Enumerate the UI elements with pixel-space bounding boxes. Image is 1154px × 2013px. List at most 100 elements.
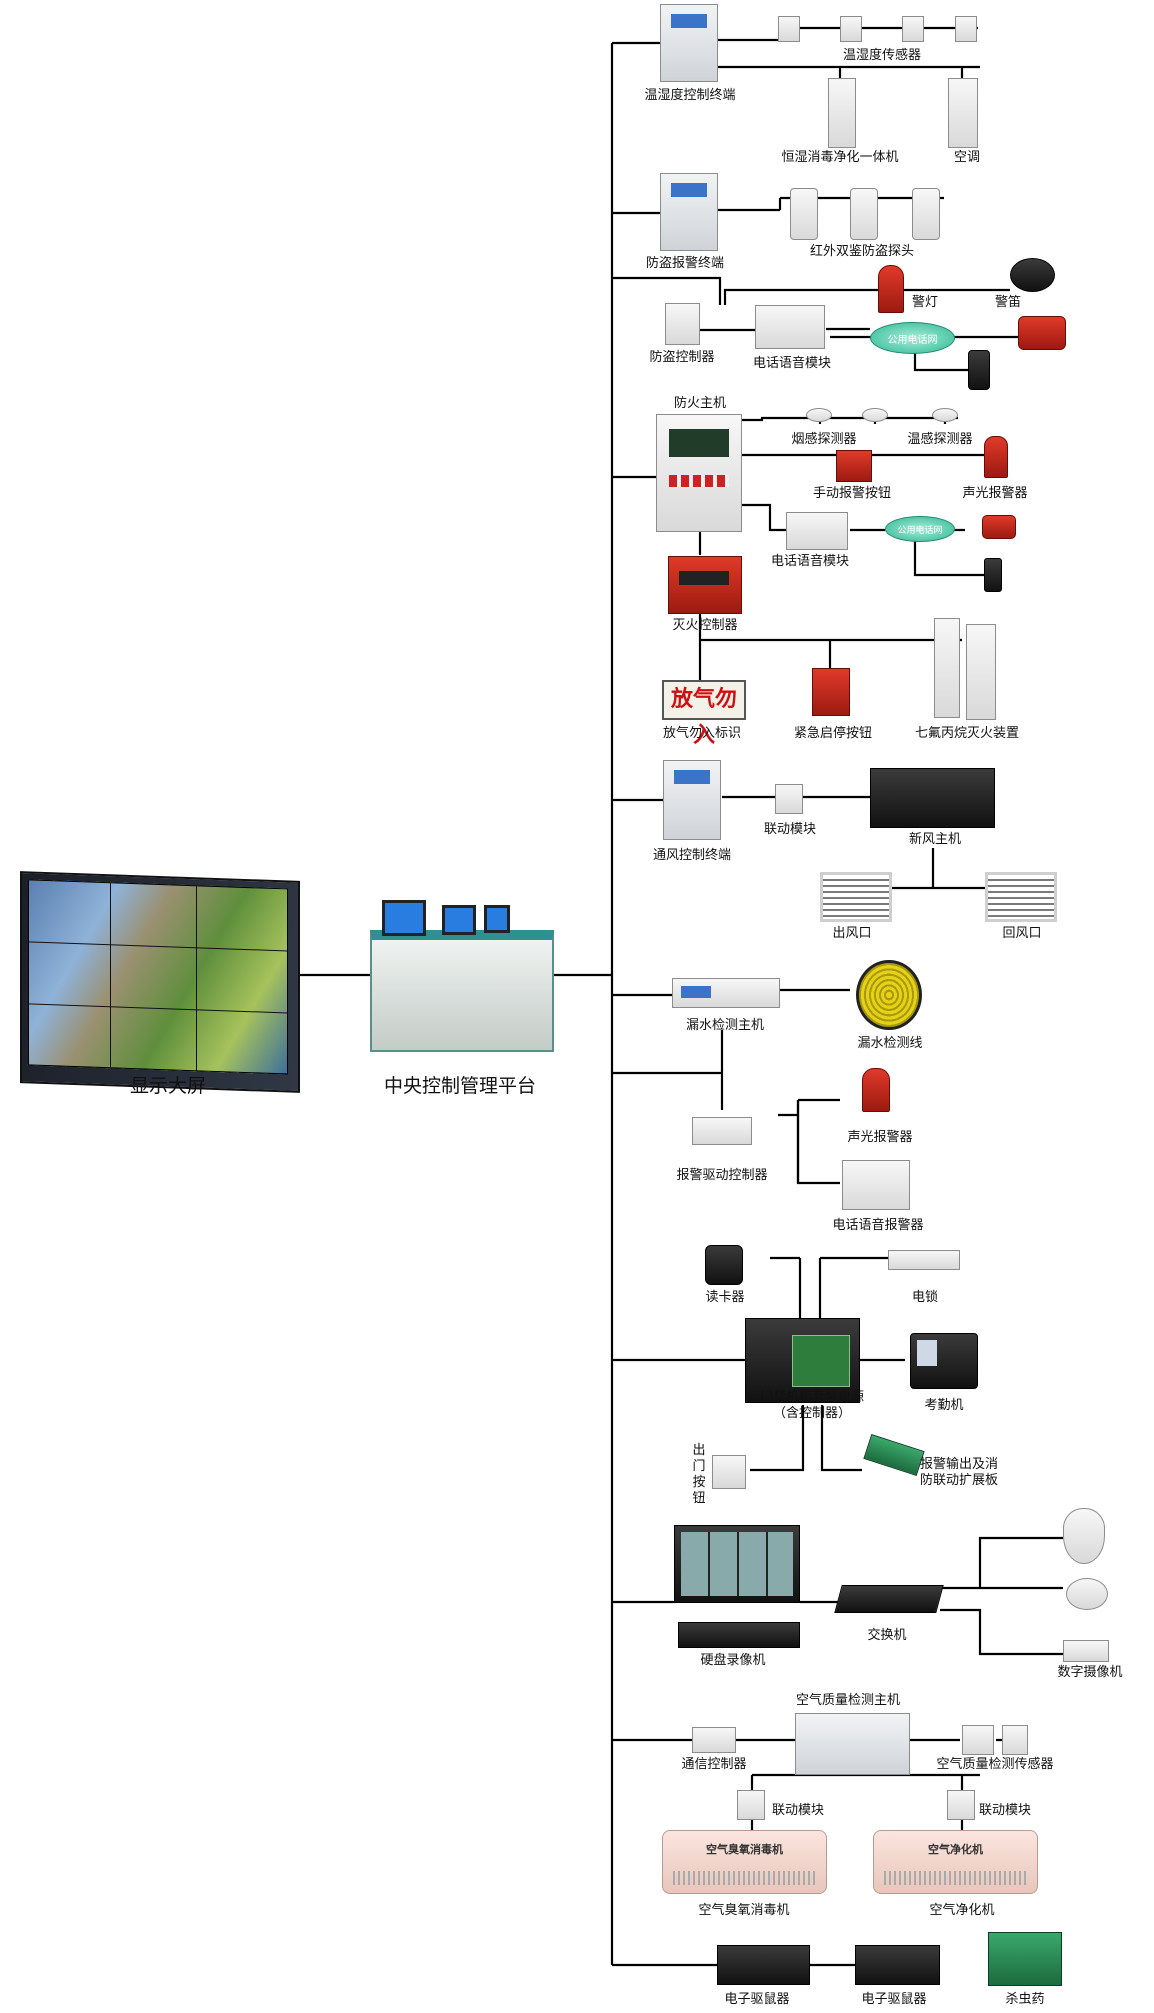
ptz-camera-icon (1063, 1508, 1105, 1564)
air-link-module-label-2: 联动模块 (978, 1803, 1032, 1818)
air-link-module-image-1 (737, 1790, 765, 1820)
pir-detector-image-2 (850, 188, 878, 240)
air-return-icon (985, 872, 1057, 922)
telephone-icon (1018, 316, 1066, 350)
air-return-label: 回风口 (1002, 926, 1042, 941)
purifier-cabinet-label: 恒湿消毒净化一体机 (781, 150, 899, 165)
access-box-label-line2: （含控制器） (772, 1406, 852, 1421)
air-quality-sensor-image-2 (1002, 1725, 1028, 1755)
nvr-image (678, 1622, 800, 1648)
video-monitor-image (674, 1525, 800, 1603)
emergency-stop-button-label: 紧急启停按钮 (793, 726, 873, 741)
fresh-air-host-label: 新风主机 (908, 832, 962, 847)
siren-label: 警笛 (994, 295, 1022, 310)
electric-lock-label: 电锁 (911, 1290, 939, 1305)
console-monitor-2 (442, 905, 476, 935)
siren-icon (1010, 258, 1055, 292)
temp-humidity-sensor-image-3 (902, 16, 924, 42)
fire-host-image (656, 414, 742, 532)
air-purifier-image: 空气净化机 (873, 1830, 1038, 1894)
network-switch-label: 交换机 (867, 1628, 907, 1643)
fire-voice-module-image (786, 512, 848, 550)
purifier-cabinet-image (828, 78, 856, 148)
ozone-sterilizer-plate: 空气臭氧消毒机 (706, 1843, 783, 1856)
access-box-label-line1: 门禁机箱套装电源 (759, 1390, 865, 1405)
air-quality-sensor-image-1 (962, 1725, 994, 1755)
display-wall-label: 显示大屏 (129, 1075, 207, 1097)
air-outlet-icon (820, 872, 892, 922)
comm-controller-label: 通信控制器 (681, 1757, 747, 1772)
alarm-drive-controller-image (692, 1117, 752, 1145)
warning-light-label: 警灯 (911, 295, 939, 310)
extinguisher-controller-image (668, 556, 742, 614)
anti-theft-voice-module-image (755, 305, 825, 349)
pir-detector-image-1 (790, 188, 818, 240)
heat-detector-label: 温感探测器 (907, 432, 973, 447)
exit-button-icon (712, 1455, 746, 1489)
leak-sound-light-alarm-label: 声光报警器 (847, 1130, 913, 1145)
insecticide-image (988, 1932, 1062, 1986)
sound-light-alarm-icon (984, 436, 1008, 478)
voice-alarm-image (842, 1160, 910, 1210)
anti-theft-controller-image (665, 303, 700, 345)
platform-label: 中央控制管理平台 (383, 1075, 537, 1097)
smoke-detector-icon-1 (806, 408, 832, 422)
no-entry-sign-label: 放气勿入标识 (662, 726, 742, 741)
camera-label: 数字摄像机 (1057, 1665, 1123, 1680)
exit-button-label: 出门按钮 (692, 1443, 706, 1506)
expansion-board-label-line1: 报警输出及消 (920, 1457, 999, 1472)
nvr-label: 硬盘录像机 (700, 1653, 766, 1668)
pir-detector-label: 红外双鉴防盗探头 (809, 244, 915, 259)
manual-alarm-button-icon (836, 450, 872, 482)
anti-theft-voice-module-label: 电话语音模块 (752, 356, 832, 371)
heat-detector-icon (932, 408, 958, 422)
hfc-cylinder-cabinet-image-1 (934, 618, 960, 718)
smoke-detector-icon-2 (862, 408, 888, 422)
rodent-repeller-label-2: 电子驱鼠器 (861, 1992, 927, 2007)
temp-humidity-terminal-label: 温湿度控制终端 (644, 88, 736, 103)
rodent-repeller-label-1: 电子驱鼠器 (724, 1992, 790, 2007)
fire-voice-module-label: 电话语音模块 (770, 554, 850, 569)
extinguisher-controller-label: 灭火控制器 (672, 618, 738, 633)
dome-camera-icon (1066, 1578, 1108, 1610)
temp-humidity-sensor-image-1 (778, 16, 800, 42)
emergency-stop-button-icon (812, 668, 850, 716)
display-wall-image (20, 871, 300, 1093)
phone-network-label: 公用电话网 (887, 335, 938, 346)
expansion-board-label-line2: 防联动扩展板 (920, 1473, 999, 1488)
rodent-repeller-image-2 (855, 1945, 940, 1985)
manual-alarm-button-label: 手动报警按钮 (812, 486, 892, 501)
bullet-camera-icon (1063, 1640, 1109, 1662)
hfc-device-label: 七氟丙烷灭火装置 (914, 726, 1020, 741)
anti-theft-terminal-image (660, 173, 718, 251)
comm-controller-image (692, 1727, 736, 1753)
leak-detection-host-label: 漏水检测主机 (685, 1018, 765, 1033)
ozone-sterilizer-image: 空气臭氧消毒机 (662, 1830, 827, 1894)
air-link-module-label-1: 联动模块 (771, 1803, 825, 1818)
fire-telephone-icon (982, 515, 1016, 539)
console-monitor-3 (484, 905, 510, 933)
fire-mobile-phone-icon (984, 558, 1002, 592)
air-outlet-label: 出风口 (832, 926, 872, 941)
ozone-sterilizer-label: 空气臭氧消毒机 (698, 1903, 790, 1918)
fire-host-label: 防火主机 (673, 396, 727, 411)
rodent-repeller-image-1 (717, 1945, 810, 1985)
temp-humidity-sensor-image-4 (955, 16, 977, 42)
leak-detection-wire-icon (856, 960, 922, 1030)
attendance-machine-label: 考勤机 (924, 1398, 964, 1413)
leak-detection-wire-label: 漏水检测线 (857, 1036, 923, 1051)
electric-lock-icon (888, 1250, 960, 1270)
control-console-image (370, 930, 554, 1052)
air-purifier-plate: 空气净化机 (928, 1843, 983, 1856)
voice-alarm-label: 电话语音报警器 (832, 1218, 924, 1233)
fresh-air-host-image (870, 768, 995, 828)
temp-humidity-terminal-image (660, 4, 718, 82)
hfc-cylinder-cabinet-image-2 (966, 624, 996, 720)
smoke-detector-label: 烟感探测器 (791, 432, 857, 447)
ventilation-link-module-label: 联动模块 (763, 822, 817, 837)
card-reader-label: 读卡器 (705, 1290, 745, 1305)
insecticide-label: 杀虫药 (1005, 1992, 1045, 2007)
air-quality-host-label: 空气质量检测主机 (795, 1693, 901, 1708)
attendance-machine-icon (910, 1333, 978, 1389)
temp-humidity-sensor-image-2 (840, 16, 862, 42)
